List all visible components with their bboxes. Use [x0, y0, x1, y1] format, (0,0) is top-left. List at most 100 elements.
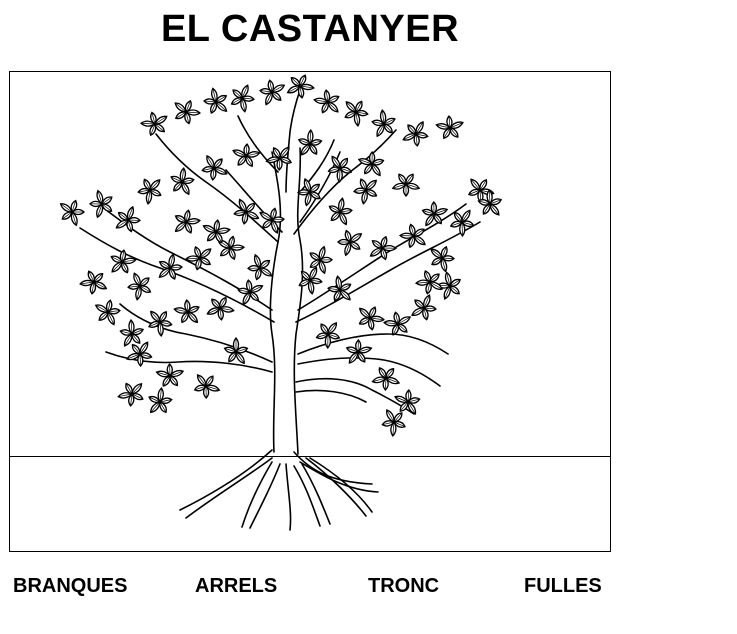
leaf-vein: [365, 180, 377, 191]
leaf-vein: [309, 191, 321, 199]
leaf-vein: [299, 75, 306, 87]
leaf-vein: [297, 191, 311, 193]
leaf-vein: [139, 342, 148, 355]
leaf-vein: [364, 163, 373, 174]
leaf-vein: [309, 130, 312, 145]
leaf-vein: [423, 294, 430, 309]
leaf-vein: [331, 156, 341, 169]
leaf-vein: [220, 247, 231, 256]
leaf-vein: [331, 211, 341, 221]
leaf-vein: [339, 211, 347, 225]
leaf-vein: [241, 97, 246, 112]
leaf-vein: [357, 351, 366, 363]
leaf-vein: [449, 127, 459, 138]
leaf-vein: [358, 159, 373, 165]
leaf-vein: [202, 167, 215, 171]
leaf-vein: [131, 329, 144, 335]
leaf-vein: [425, 213, 435, 226]
leaf-vein: [327, 96, 339, 103]
leaf-vein: [355, 111, 359, 126]
leaf-vein: [245, 144, 248, 157]
leaf-vein: [349, 233, 362, 243]
leaf-vein: [269, 80, 273, 93]
leaf-vein: [219, 307, 234, 312]
drawing-frame: [9, 71, 611, 552]
leaf-vein: [415, 133, 418, 146]
word-branques: BRANQUES: [13, 575, 128, 597]
leaf-vein: [259, 267, 272, 277]
leaf-vein: [139, 353, 152, 358]
leaf-vein: [345, 111, 357, 118]
leaf-vein: [271, 91, 282, 101]
leaf-vein: [243, 211, 247, 224]
leaf-vein: [392, 183, 407, 189]
leaf-vein: [441, 257, 455, 259]
leaf-vein: [319, 246, 325, 261]
leaf-vein: [159, 321, 162, 336]
leaf-vein: [169, 266, 182, 269]
leaf-vein: [369, 317, 384, 321]
leaf-vein: [118, 212, 129, 221]
leaf-vein: [259, 212, 273, 221]
leaf-vein: [371, 160, 384, 165]
leaf-vein: [446, 272, 451, 287]
leaf-vein: [127, 219, 132, 232]
leaf-vein: [159, 321, 172, 326]
leaf-vein: [355, 101, 362, 113]
leaf-vein: [431, 257, 443, 265]
leaf-vein: [97, 190, 103, 205]
leaf-vein: [310, 259, 321, 268]
chestnut-tree-icon: [59, 74, 503, 531]
leaf-vein: [260, 90, 273, 93]
leaf-vein: [414, 299, 425, 309]
leaf-vein: [443, 127, 451, 139]
leaf-vein: [147, 189, 151, 204]
leaf-vein: [433, 209, 448, 215]
leaf-vein: [245, 152, 260, 157]
leaf-vein: [116, 219, 129, 229]
leaf-vein: [407, 124, 417, 135]
leaf-vein: [159, 401, 167, 413]
leaf-vein: [299, 85, 303, 98]
leaf-vein: [121, 261, 128, 273]
leaf-vein: [185, 210, 189, 223]
leaf-vein: [407, 398, 420, 403]
leaf-vein: [441, 257, 446, 272]
leaf-vein: [299, 85, 314, 89]
leaf-vein: [346, 347, 359, 353]
leaf-vein: [235, 351, 245, 364]
leaf-vein: [386, 409, 395, 423]
leaf-vein: [316, 333, 329, 338]
leaf-vein: [309, 143, 317, 155]
leaf-vein: [376, 123, 385, 137]
leaf-vein: [205, 385, 220, 391]
leaf-vein: [88, 271, 95, 283]
leaf-vein: [243, 291, 251, 305]
leaf-vein: [150, 311, 161, 323]
leaf-vein: [413, 228, 425, 237]
leaf-vein: [130, 393, 133, 406]
leaves-icon: [59, 74, 503, 437]
leaf-vein: [403, 133, 417, 141]
leaf-vein: [405, 183, 420, 189]
leaf-vein: [211, 298, 221, 309]
leaf-vein: [304, 178, 311, 193]
leaf-vein: [369, 306, 376, 319]
leaf-vein: [219, 307, 222, 320]
leaf-vein: [271, 218, 284, 221]
leaf-vein: [126, 353, 141, 360]
leaf-vein: [265, 91, 273, 105]
leaf-vein: [219, 297, 227, 309]
leaf-vein: [149, 189, 161, 196]
leaf-vein: [433, 213, 442, 224]
leaf-vein: [400, 401, 409, 412]
leaf-vein: [181, 168, 185, 183]
leaf-vein: [186, 257, 201, 260]
leaf-vein: [213, 158, 223, 169]
leaf-vein: [215, 95, 227, 103]
leaf-vein: [397, 316, 411, 325]
leaf-vein: [95, 304, 109, 313]
leaf-vein: [413, 235, 426, 245]
leaf-vein: [98, 311, 109, 321]
leaf-vein: [328, 167, 341, 172]
